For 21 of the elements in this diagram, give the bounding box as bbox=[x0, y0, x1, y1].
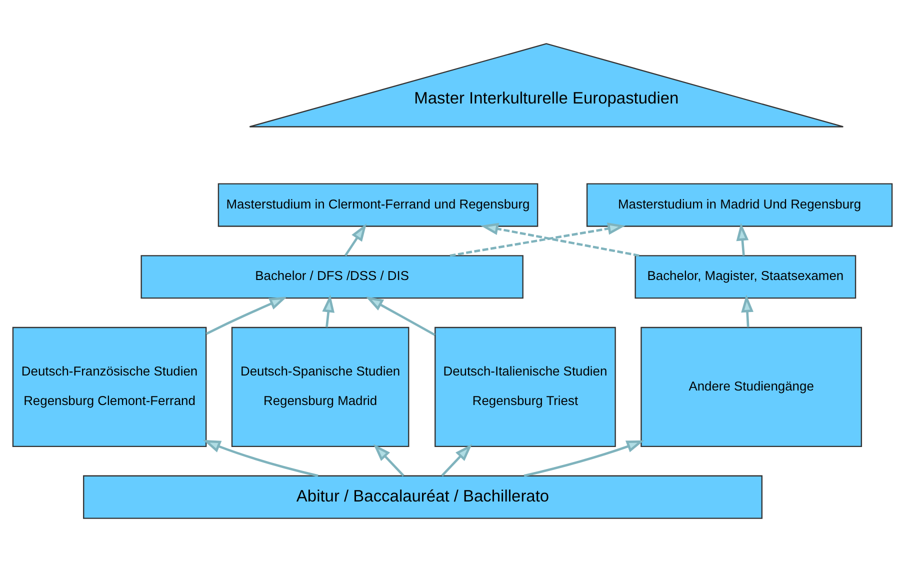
arrow bbox=[366, 296, 436, 336]
arrow bbox=[450, 222, 626, 256]
node-box: Deutsch-Französische Studien Regensburg Clemont-Ferrand bbox=[12, 326, 207, 447]
node-box: Deutsch-Italienische Studien Regensburg Triest bbox=[434, 326, 616, 447]
arrow bbox=[524, 440, 644, 476]
arrow bbox=[736, 222, 749, 256]
arrow bbox=[373, 443, 404, 476]
arrow bbox=[480, 222, 640, 256]
node-box: Masterstudium in Madrid Und Regensburg bbox=[586, 182, 893, 226]
arrow bbox=[206, 296, 288, 334]
node-box: Andere Studiengänge bbox=[640, 326, 862, 447]
node-box: Bachelor, Magister, Staatsexamen bbox=[634, 254, 856, 298]
arrow bbox=[344, 223, 367, 256]
arrow bbox=[441, 443, 472, 476]
arrow bbox=[202, 439, 318, 476]
node-box: Bachelor / DFS /DSS / DIS bbox=[140, 254, 524, 298]
node-box: Masterstudium in Clermont-Ferrand und Regensburg bbox=[218, 182, 538, 226]
node-box: Abitur / Baccalauréat / Bachillerato bbox=[83, 474, 762, 518]
node-box: Deutsch-Spanische Studien Regensburg Madrid bbox=[231, 326, 410, 447]
arrow bbox=[322, 294, 335, 327]
arrow bbox=[741, 294, 754, 327]
